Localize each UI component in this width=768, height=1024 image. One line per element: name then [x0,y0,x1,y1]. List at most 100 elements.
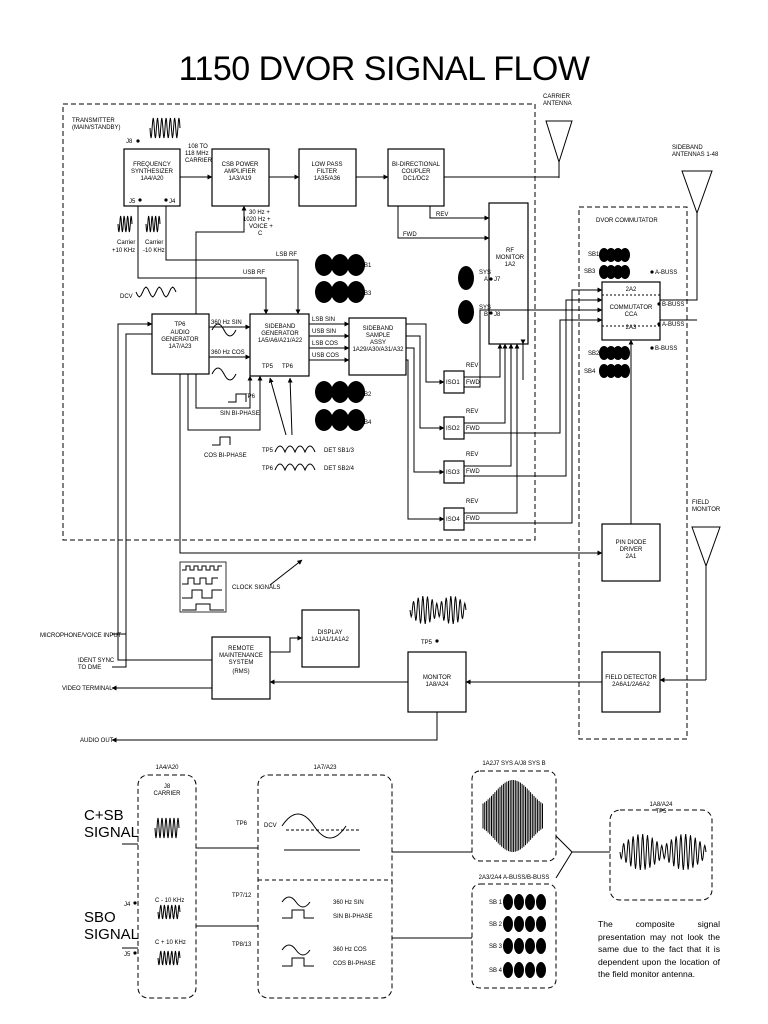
sb3-comm-pulse-icon [620,265,630,279]
transmitter-label: TRANSMITTER(MAIN/STANDBY) [72,118,121,131]
dcv-wave-icon [135,286,177,298]
svg-text:SIN BI-PHASE: SIN BI-PHASE [220,411,260,417]
svg-text:REV: REV [466,409,478,415]
svg-text:SB4: SB4 [584,369,596,375]
svg-text:FWD: FWD [403,232,417,238]
frequency-synthesizer-block [123,148,181,207]
det-sb13-wave-icon [274,445,316,454]
sin-wave-bottom-icon [281,896,311,908]
svg-text:REV: REV [466,499,478,505]
svg-text:Carrier+10 KHz: Carrier+10 KHz [112,240,135,254]
svg-text:1A7/A23: 1A7/A23 [313,765,337,771]
sideband-sample-block [348,317,407,376]
svg-text:360 Hz COS: 360 Hz COS [333,947,367,953]
sb2-pulse-icon [315,381,333,403]
composite-signal-note: The composite signal presentation may no… [598,919,720,979]
svg-text:ISO3: ISO3 [446,470,460,476]
clock-signals-icon [179,561,227,613]
buss-pulse-icon [514,938,524,954]
sb4-comm-pulse-icon [606,364,616,378]
sb1-comm-pulse-icon [599,248,609,262]
sb3-comm-pulse-icon [599,265,609,279]
pin-diode-driver-block [601,523,661,582]
sb4-pulse-icon [331,409,349,431]
carrier-antenna-icon [545,120,573,178]
svg-text:SB 2: SB 2 [489,922,503,928]
svg-text:SB3: SB3 [360,291,372,297]
svg-text:COS BI-PHASE: COS BI-PHASE [204,453,247,459]
sb4-pulse-icon [315,409,333,431]
svg-text:TP6: TP6 [282,364,294,370]
svg-text:B-BUSS: B-BUSS [655,346,677,352]
svg-text:TP6: TP6 [262,466,274,472]
svg-text:REV: REV [466,363,478,369]
svg-text:C - 10 KHz: C - 10 KHz [155,898,184,904]
sb2-comm-pulse-icon [620,346,630,360]
buss-pulse-icon [536,916,546,932]
svg-text:J7: J7 [494,277,501,283]
field-detector-block [601,651,661,713]
buss-pulse-icon [514,916,524,932]
svg-text:B-BUSS: B-BUSS [662,302,684,308]
audio-generator-block [151,313,210,375]
svg-text:TP6: TP6 [236,821,248,827]
svg-text:360 Hz COS: 360 Hz COS [211,350,245,356]
transmitter-enclosure [62,103,536,541]
svg-text:FWD: FWD [466,426,480,432]
sideband-antenna-icon [681,170,713,284]
svg-text:30 Hz +1020 Hz +VOICE +C: 30 Hz +1020 Hz +VOICE +C [243,210,273,237]
svg-text:LSB SIN: LSB SIN [312,317,335,323]
svg-text:360 Hz SIN: 360 Hz SIN [333,900,364,906]
svg-text:J4: J4 [169,199,176,205]
buss-pulse-icon [536,894,546,910]
svg-text:SB2: SB2 [588,351,600,357]
sb2-comm-pulse-icon [606,346,616,360]
monitor-block [407,651,467,713]
cos-wave-bottom-icon [281,944,311,956]
svg-text:A-BUSS: A-BUSS [655,270,677,276]
panel-1a7-a23 [257,774,393,999]
sb3-pulse-icon [315,281,333,303]
cos-biphase-wave-icon [282,957,314,967]
sys-a-pulse-icon [458,266,474,290]
bidirectional-coupler-block [387,148,445,207]
page-title: 1150 DVOR SIGNAL FLOW [178,50,590,88]
buss-pulse-icon [503,962,513,978]
svg-text:USB RF: USB RF [243,270,265,276]
microphone-input-label: MICROPHONE/VOICE INPUT [40,633,122,639]
panel-monitor-tp5 [609,809,713,901]
svg-text:SB3: SB3 [584,269,596,275]
svg-text:TP7/12: TP7/12 [232,893,252,899]
svg-text:J8: J8 [126,139,133,145]
sideband-generator-block [249,313,310,377]
svg-text:ISO1: ISO1 [446,380,460,386]
svg-text:SIN BI-PHASE: SIN BI-PHASE [333,914,373,920]
svg-text:J4: J4 [124,902,131,908]
svg-text:SB 4: SB 4 [489,968,503,974]
audio-out-label: AUDIO OUT [80,738,114,744]
carrier-minus-wave-icon [145,215,161,233]
buss-pulse-icon [536,962,546,978]
sb2-pulse-icon [347,381,365,403]
svg-text:LSB RF: LSB RF [276,252,297,258]
sb1-comm-pulse-icon [620,248,630,262]
